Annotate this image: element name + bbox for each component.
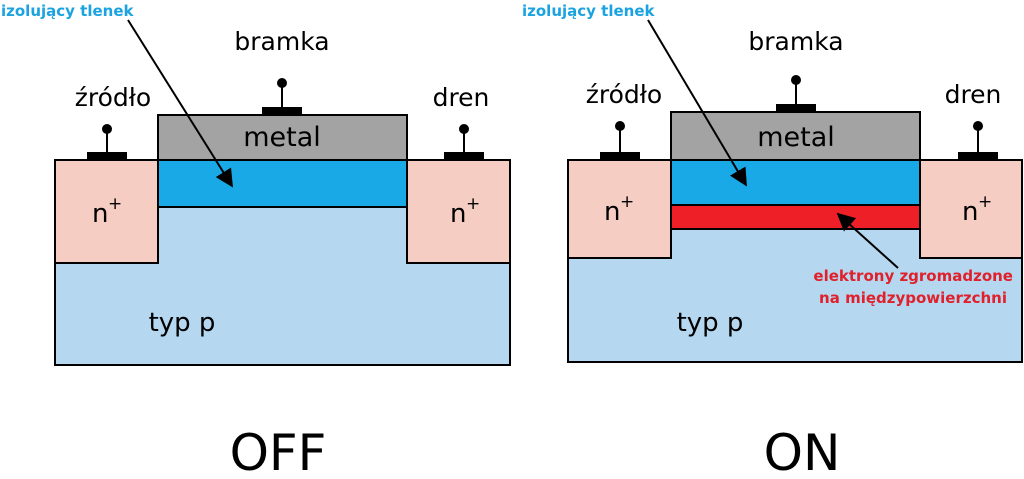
gate-terminal [776, 75, 816, 112]
n-source-region [54, 159, 159, 264]
source-label: źródło [75, 83, 151, 112]
source-terminal [87, 124, 127, 160]
gate-label: bramka [748, 27, 843, 56]
oxide-pointer-arrow [127, 19, 233, 188]
gate-label: bramka [234, 27, 329, 56]
electrons-label-line2: na międzypowierzchni [819, 289, 1007, 307]
n-drain-superscript: + [466, 194, 480, 214]
electron-layer [670, 204, 921, 230]
n-drain-label: n [962, 197, 978, 227]
metal-gate [670, 111, 921, 161]
electron-pointer-arrow [836, 212, 899, 269]
oxide-label: izolujący tlenek [1, 2, 134, 20]
oxide-pointer-arrow [647, 19, 747, 187]
drain-label: dren [945, 80, 1002, 109]
substrate-label: typ p [677, 308, 744, 338]
drain-terminal [958, 121, 998, 160]
n-source-label: n [92, 199, 108, 229]
n-drain-label: n [450, 199, 466, 229]
metal-gate [157, 114, 408, 161]
oxide-label: izolujący tlenek [522, 2, 655, 20]
electrons-label-line1: elektrony zgromadzone [813, 267, 1013, 285]
on-panel: izolujący tlenek bramka źródło dren meta… [522, 2, 1023, 479]
n-source-superscript: + [108, 194, 122, 214]
substrate-label: typ p [149, 308, 216, 338]
oxide-layer [670, 159, 921, 206]
drain-terminal [444, 124, 484, 160]
source-terminal [600, 121, 640, 160]
n-source-superscript: + [620, 192, 634, 212]
state-label-on: ON [764, 424, 841, 479]
state-label-off: OFF [230, 424, 327, 479]
n-source-region [567, 159, 672, 259]
metal-label: metal [757, 122, 835, 153]
gate-terminal [262, 78, 302, 115]
n-drain-superscript: + [978, 192, 992, 212]
drain-label: dren [433, 83, 490, 112]
n-source-label: n [604, 197, 620, 227]
n-drain-region [919, 159, 1023, 259]
off-panel: izolujący tlenek bramka źródło dren meta… [1, 2, 511, 479]
source-label: źródło [586, 80, 662, 109]
oxide-layer [157, 159, 408, 208]
metal-label: metal [243, 122, 321, 153]
